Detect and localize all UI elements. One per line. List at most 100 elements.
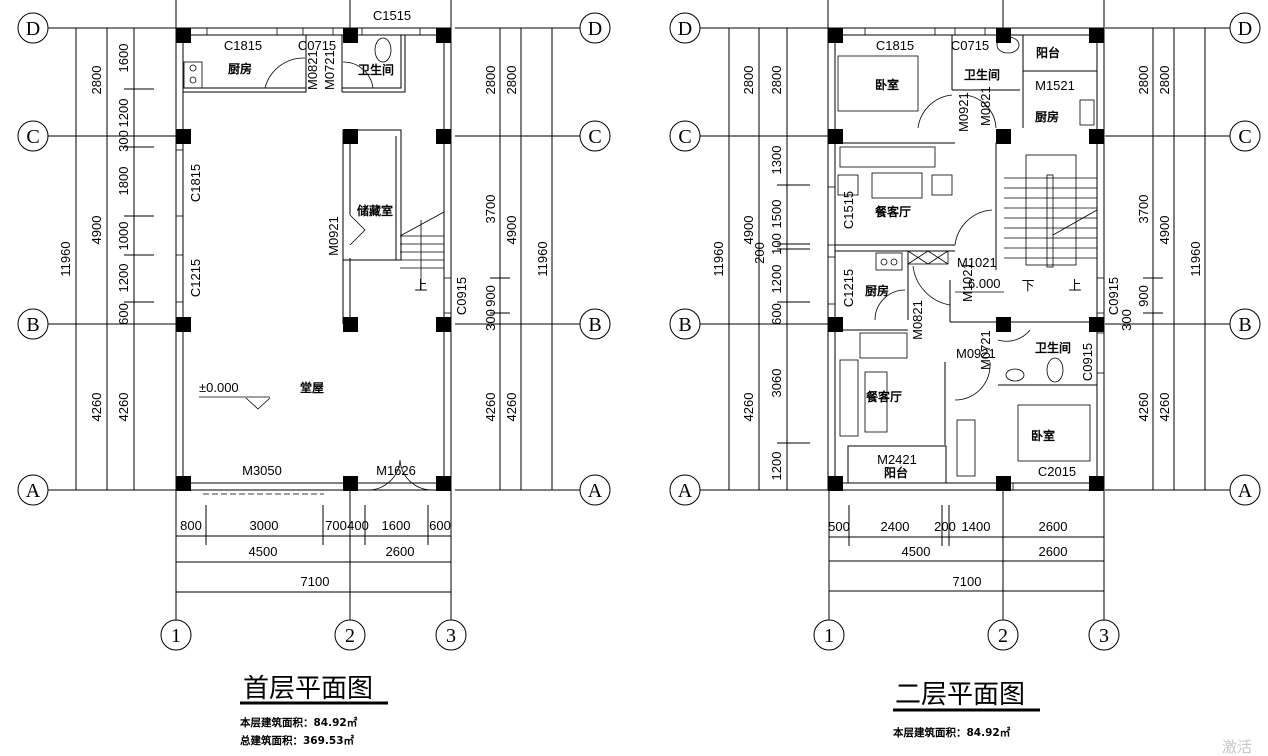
svg-text:C2015: C2015: [1038, 464, 1076, 479]
bed-icon: [837, 55, 919, 112]
svg-text:11960: 11960: [1188, 241, 1203, 276]
svg-text:D: D: [678, 18, 692, 40]
svg-text:M1021: M1021: [957, 255, 997, 270]
svg-text:1400: 1400: [962, 519, 991, 534]
svg-text:4260: 4260: [483, 393, 498, 422]
svg-text:1600: 1600: [116, 44, 131, 73]
room-bedroom-2: 卧室: [1031, 428, 1055, 443]
svg-text:1200: 1200: [769, 452, 784, 481]
svg-text:上: 上: [414, 278, 427, 293]
svg-text:4500: 4500: [902, 544, 931, 559]
floor-area: 本层建筑面积：84.92㎡: [240, 716, 358, 729]
svg-text:A: A: [26, 480, 41, 502]
svg-text:3700: 3700: [483, 195, 498, 224]
svg-text:1200: 1200: [116, 264, 131, 293]
svg-text:4260: 4260: [89, 393, 104, 422]
toilet-icon-2: [1046, 357, 1064, 383]
axis-bubble-a-right-2: A: [1229, 474, 1261, 506]
svg-text:2800: 2800: [769, 66, 784, 95]
svg-text:500: 500: [828, 519, 850, 534]
svg-text:上: 上: [1068, 278, 1081, 293]
axis-bubble-c-left: C: [17, 120, 49, 152]
svg-text:2600: 2600: [1039, 519, 1068, 534]
svg-text:1800: 1800: [116, 167, 131, 196]
axis-bubble-d-left: D: [17, 12, 49, 44]
axis-bubble-b-left: B: [17, 308, 49, 340]
svg-text:B: B: [588, 314, 601, 336]
axis-bubble-3: 3: [435, 619, 467, 651]
svg-text:M0821: M0821: [978, 86, 993, 126]
svg-text:4900: 4900: [741, 216, 756, 245]
door-swing: [264, 57, 306, 89]
axis-bubble-d-right: D: [579, 12, 611, 44]
svg-text:900: 900: [1136, 285, 1151, 307]
dim-total-left: 11960: [58, 241, 73, 276]
svg-text:2800: 2800: [1136, 66, 1151, 95]
axis-bubble-c-left-2: C: [669, 120, 701, 152]
svg-text:M2421: M2421: [877, 452, 917, 467]
svg-text:2800: 2800: [1157, 66, 1172, 95]
svg-text:3700: 3700: [1136, 195, 1151, 224]
svg-text:200: 200: [934, 519, 956, 534]
axis-bubble-2: 2: [334, 619, 366, 651]
svg-text:3000: 3000: [250, 518, 279, 533]
svg-text:M0921: M0921: [956, 92, 971, 132]
svg-text:C1815: C1815: [876, 38, 914, 53]
svg-text:D: D: [588, 18, 602, 40]
svg-text:4900: 4900: [89, 216, 104, 245]
svg-text:M1521: M1521: [1035, 78, 1075, 93]
plan-ground-floor: D C B A D C B A 11960 2800 4900 4260 160…: [17, 0, 611, 747]
svg-text:1300: 1300: [769, 146, 784, 175]
toilet-icon: [374, 37, 392, 63]
svg-text:600: 600: [769, 303, 784, 325]
svg-text:1200: 1200: [769, 265, 784, 294]
svg-text:1: 1: [824, 625, 834, 647]
svg-text:D: D: [26, 18, 40, 40]
svg-text:2800: 2800: [504, 66, 519, 95]
svg-text:M0821: M0821: [910, 300, 925, 340]
svg-text:B: B: [678, 314, 691, 336]
svg-text:2: 2: [345, 625, 355, 647]
svg-text:2600: 2600: [386, 544, 415, 559]
svg-text:C1815: C1815: [224, 38, 262, 53]
bed-icon-2: [1017, 404, 1091, 462]
room-kitchen-2: 厨房: [865, 283, 889, 298]
svg-text:C1215: C1215: [188, 259, 203, 297]
svg-text:11960: 11960: [535, 241, 550, 276]
svg-text:C1515: C1515: [841, 191, 856, 229]
svg-text:下: 下: [1021, 278, 1034, 293]
svg-text:C0915: C0915: [1080, 343, 1095, 381]
svg-text:800: 800: [180, 518, 202, 533]
svg-text:4500: 4500: [249, 544, 278, 559]
svg-text:M1626: M1626: [376, 463, 416, 478]
svg-text:D: D: [1238, 18, 1252, 40]
svg-text:400: 400: [347, 518, 369, 533]
svg-text:4260: 4260: [504, 393, 519, 422]
floor-area-2: 本层建筑面积：84.92㎡: [893, 726, 1011, 739]
svg-text:2: 2: [998, 625, 1008, 647]
plan-title-second: 二层平面图: [895, 680, 1025, 710]
svg-text:200: 200: [752, 242, 767, 264]
axis-bubble-1: 1: [160, 619, 192, 651]
svg-text:1500: 1500: [769, 200, 784, 229]
svg-text:1000: 1000: [116, 222, 131, 251]
watermark-text: 激活: [1222, 738, 1252, 756]
svg-text:4260: 4260: [1157, 393, 1172, 422]
sofa-icon: [839, 146, 936, 168]
svg-text:300: 300: [116, 130, 131, 152]
svg-text:2600: 2600: [1039, 544, 1068, 559]
svg-text:1: 1: [171, 625, 181, 647]
svg-text:4260: 4260: [1136, 393, 1151, 422]
svg-text:C: C: [26, 126, 39, 148]
room-hall: 堂屋: [300, 380, 324, 395]
room-kitchen-1: 厨房: [1035, 109, 1059, 124]
svg-text:C: C: [1238, 126, 1251, 148]
svg-text:3060: 3060: [769, 369, 784, 398]
svg-text:100: 100: [769, 233, 784, 255]
svg-text:7100: 7100: [301, 574, 330, 589]
svg-text:M0721: M0721: [978, 330, 993, 370]
svg-text:C0715: C0715: [298, 38, 336, 53]
total-area: 总建筑面积：369.53㎡: [240, 734, 355, 747]
stair-second: 下 上: [1004, 154, 1098, 293]
svg-text:4900: 4900: [504, 216, 519, 245]
